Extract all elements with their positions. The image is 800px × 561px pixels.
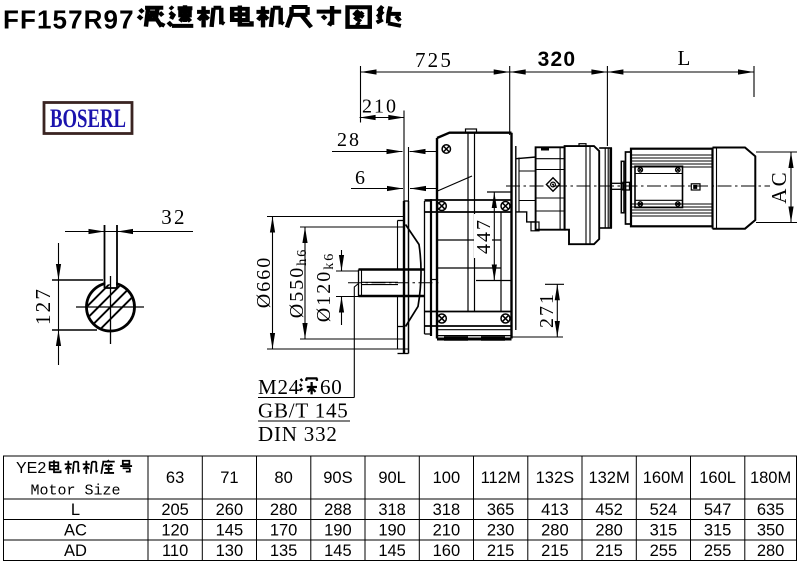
svg-text:130: 130 bbox=[216, 542, 244, 560]
svg-text:350: 350 bbox=[757, 521, 785, 539]
svg-text:452: 452 bbox=[595, 501, 623, 519]
svg-text:L: L bbox=[71, 501, 80, 519]
svg-text:635: 635 bbox=[757, 501, 785, 519]
svg-text:GB/T 145: GB/T 145 bbox=[258, 399, 349, 423]
svg-text:Ø660: Ø660 bbox=[253, 256, 275, 308]
svg-text:447: 447 bbox=[473, 218, 495, 254]
svg-text:318: 318 bbox=[433, 501, 461, 519]
svg-text:180M: 180M bbox=[750, 469, 791, 487]
svg-text:M24: M24 bbox=[258, 375, 300, 399]
svg-text:Ø550h6: Ø550h6 bbox=[286, 248, 310, 318]
svg-text:BOSERL: BOSERL bbox=[50, 104, 126, 133]
svg-text:28: 28 bbox=[337, 129, 361, 151]
svg-text:215: 215 bbox=[487, 542, 515, 560]
svg-text:280: 280 bbox=[595, 521, 623, 539]
svg-text:160: 160 bbox=[433, 542, 461, 560]
svg-text:YE2: YE2 bbox=[16, 460, 46, 477]
svg-text:230: 230 bbox=[487, 521, 515, 539]
svg-text:260: 260 bbox=[216, 501, 244, 519]
svg-text:90L: 90L bbox=[378, 469, 406, 487]
svg-text:100: 100 bbox=[433, 469, 461, 487]
svg-text:190: 190 bbox=[324, 521, 352, 539]
svg-text:DIN 332: DIN 332 bbox=[258, 422, 338, 446]
svg-text:132M: 132M bbox=[588, 469, 629, 487]
svg-text:FF157R97: FF157R97 bbox=[3, 5, 135, 35]
svg-text:63: 63 bbox=[166, 469, 184, 487]
svg-text:AC: AC bbox=[64, 521, 87, 539]
svg-text:AC: AC bbox=[767, 170, 791, 204]
svg-text:524: 524 bbox=[650, 501, 678, 519]
svg-text:255: 255 bbox=[650, 542, 678, 560]
svg-text:80: 80 bbox=[274, 469, 292, 487]
svg-text:71: 71 bbox=[220, 469, 238, 487]
svg-text:413: 413 bbox=[541, 501, 569, 519]
svg-text:60: 60 bbox=[320, 375, 343, 399]
svg-text:Motor Size: Motor Size bbox=[30, 483, 120, 500]
svg-text:127: 127 bbox=[31, 287, 55, 325]
svg-text:112M: 112M bbox=[481, 469, 521, 487]
svg-text:547: 547 bbox=[704, 501, 732, 519]
svg-text:170: 170 bbox=[270, 521, 298, 539]
svg-text:145: 145 bbox=[324, 542, 352, 560]
svg-text:271: 271 bbox=[536, 292, 558, 328]
svg-text:215: 215 bbox=[595, 542, 623, 560]
svg-text:318: 318 bbox=[378, 501, 406, 519]
svg-text:190: 190 bbox=[378, 521, 406, 539]
svg-text:210: 210 bbox=[433, 521, 461, 539]
svg-text:280: 280 bbox=[541, 521, 569, 539]
svg-text:215: 215 bbox=[541, 542, 569, 560]
svg-text:90S: 90S bbox=[323, 469, 352, 487]
svg-text:145: 145 bbox=[216, 521, 244, 539]
svg-text:135: 135 bbox=[270, 542, 298, 560]
svg-text:132S: 132S bbox=[536, 469, 575, 487]
svg-text:210: 210 bbox=[362, 96, 398, 118]
svg-text:145: 145 bbox=[378, 542, 406, 560]
svg-text:6: 6 bbox=[355, 167, 367, 189]
svg-text:315: 315 bbox=[650, 521, 678, 539]
svg-text:L: L bbox=[677, 46, 692, 70]
svg-text:255: 255 bbox=[704, 542, 732, 560]
svg-text:280: 280 bbox=[270, 501, 298, 519]
svg-text:365: 365 bbox=[487, 501, 515, 519]
svg-text:315: 315 bbox=[704, 521, 732, 539]
svg-text:725: 725 bbox=[415, 48, 453, 72]
svg-text:280: 280 bbox=[757, 542, 785, 560]
svg-text:AD: AD bbox=[64, 542, 87, 560]
svg-text:120: 120 bbox=[161, 521, 189, 539]
svg-text:160M: 160M bbox=[643, 469, 684, 487]
svg-text:205: 205 bbox=[161, 501, 189, 519]
svg-text:110: 110 bbox=[162, 542, 188, 560]
svg-text:288: 288 bbox=[324, 501, 352, 519]
svg-text:320: 320 bbox=[538, 48, 577, 71]
svg-text:Ø120k6: Ø120k6 bbox=[313, 252, 337, 322]
svg-text:32: 32 bbox=[161, 205, 186, 229]
svg-text:160L: 160L bbox=[699, 469, 736, 487]
